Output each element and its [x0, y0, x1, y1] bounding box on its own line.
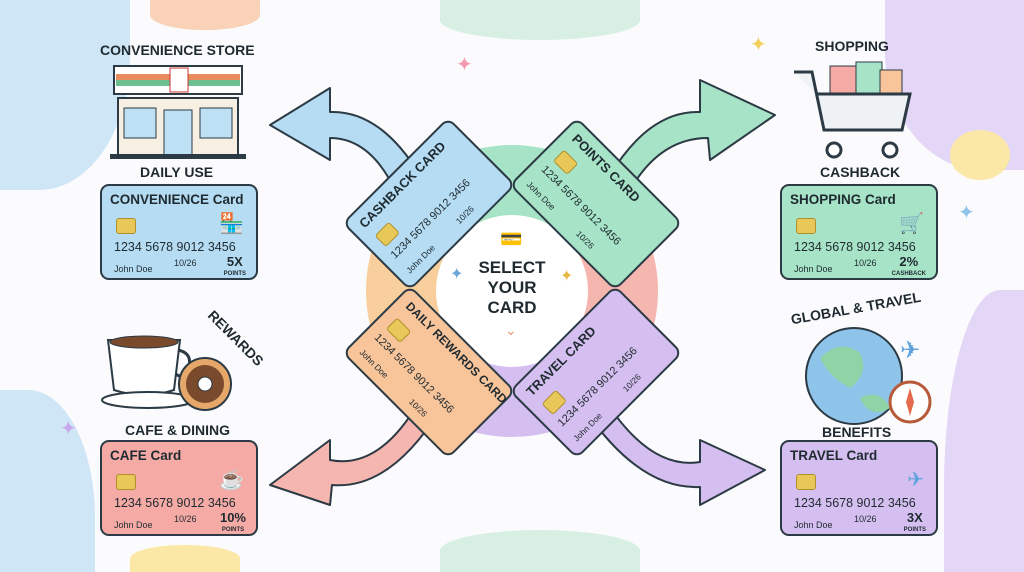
- sparkle-icon: ✦: [750, 34, 767, 56]
- airplane-icon: ✈: [907, 469, 924, 491]
- arrow-to-cafe: [269, 399, 441, 506]
- shopping-card[interactable]: SHOPPING Card 🛒 1234 5678 9012 3456 10/2…: [780, 184, 938, 280]
- cafe-card[interactable]: CAFE Card ☕ 1234 5678 9012 3456 10/26 Jo…: [100, 440, 258, 536]
- arrow-to-convenience: [269, 87, 421, 191]
- travel-card[interactable]: TRAVEL Card ✈ 1234 5678 9012 3456 10/26 …: [780, 440, 938, 536]
- sparkle-icon: ✦: [60, 418, 77, 440]
- bg-blob: [440, 0, 640, 40]
- chip-icon: [796, 218, 816, 234]
- store-illustration: [110, 65, 246, 159]
- convenience-card[interactable]: CONVENIENCE Card 🏪 1234 5678 9012 3456 1…: [100, 184, 258, 280]
- bg-blob: [150, 0, 260, 30]
- chip-icon: [796, 474, 816, 490]
- arrow-to-travel: [584, 399, 766, 506]
- store-icon: 🏪: [219, 213, 244, 235]
- convenience-heading: CONVENIENCE STORE: [100, 42, 255, 58]
- chip-icon: [385, 317, 412, 344]
- cart-icon: 🛒: [899, 213, 924, 235]
- sparkle-icon: ✦: [450, 266, 464, 283]
- select-your-card-title: SELECT YOUR CARD: [478, 258, 546, 317]
- sparkle-icon: ✦: [560, 268, 574, 285]
- chip-icon: [116, 474, 136, 490]
- chip-icon: [552, 149, 579, 176]
- bg-blob: [130, 545, 240, 572]
- globe-illustration: [805, 327, 932, 425]
- cafe-subheading: CAFE & DINING: [125, 422, 230, 438]
- coffee-cup-icon: ☕: [219, 469, 244, 491]
- chevron-down-icon: ⌄: [505, 322, 517, 338]
- airplane-icon: ✈: [900, 337, 921, 364]
- bg-blob: [950, 130, 1010, 180]
- shopping-subheading: CASHBACK: [820, 164, 901, 180]
- travel-subheading: BENEFITS: [822, 424, 892, 440]
- arrow-to-shopping: [609, 79, 776, 191]
- coffee-donut-illustration: [101, 335, 232, 411]
- bg-blob: [440, 530, 640, 572]
- shopping-cart-illustration: [794, 61, 912, 159]
- sparkle-icon: ✦: [958, 202, 975, 224]
- convenience-subheading: DAILY USE: [140, 164, 214, 180]
- sparkle-icon: ✦: [456, 54, 473, 76]
- shopping-heading: SHOPPING: [815, 38, 889, 54]
- hand-card-icon: 💳: [500, 229, 523, 249]
- chip-icon: [116, 218, 136, 234]
